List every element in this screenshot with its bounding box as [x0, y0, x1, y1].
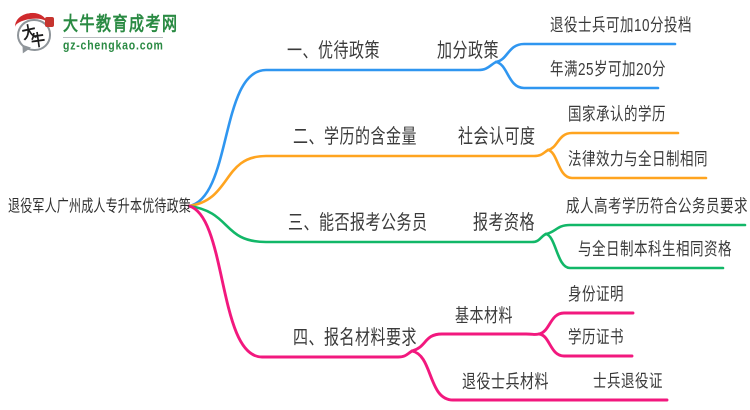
- branch1-leaf1[interactable]: 退役士兵可加10分投档: [550, 14, 693, 35]
- branch2-leaf2[interactable]: 法律效力与全日制相同: [568, 148, 708, 169]
- branch3-leaf2-connector: [544, 232, 725, 270]
- branch4-main-connector: [187, 204, 414, 359]
- branch4-label[interactable]: 四、报名材料要求: [293, 326, 418, 350]
- logo-divider: [63, 37, 163, 38]
- branch1-leaf2[interactable]: 年满25岁可加20分: [550, 58, 667, 79]
- branch4-basic-connector: [410, 332, 541, 353]
- branch4-basic-label[interactable]: 基本材料: [455, 304, 513, 327]
- daniu-logo-icon: 大 牛: [13, 10, 56, 56]
- branch4-basic-leaf2-connector: [537, 332, 634, 358]
- branch4-basic-leaf2[interactable]: 学历证书: [568, 326, 624, 347]
- logo-domain: gz-chengkao.com: [63, 38, 164, 54]
- branch2-leaf1[interactable]: 国家承认的学历: [568, 103, 666, 124]
- branch4-veteran-connector: [410, 349, 669, 402]
- branch2-leaf2-connector: [546, 148, 708, 180]
- branch4-basic-leaf1[interactable]: 身份证明: [568, 283, 624, 304]
- branch3-label[interactable]: 三、能否报考公务员: [288, 211, 428, 235]
- branch2-leaf1-connector: [546, 131, 680, 152]
- branch4-veteran-leaf1[interactable]: 士兵退役证: [593, 370, 663, 391]
- site-logo[interactable]: 大 牛 大牛教育成考网 gz-chengkao.com: [13, 10, 179, 56]
- logo-text-block: 大牛教育成考网 gz-chengkao.com: [63, 13, 179, 54]
- branch3-main-connector: [187, 204, 548, 244]
- branch2-main-connector: [187, 148, 550, 208]
- root-node[interactable]: 退役军人广州成人专升本优待政策: [8, 196, 192, 216]
- branch1-leaf2-connector: [494, 60, 660, 90]
- branch1-label[interactable]: 一、优待政策: [287, 39, 381, 63]
- branch3-leaf1[interactable]: 成人高考学历符合公务员要求: [566, 195, 748, 216]
- branch2-label[interactable]: 二、学历的含金量: [293, 125, 418, 149]
- branch2-child-label[interactable]: 社会认可度: [458, 125, 536, 149]
- branch3-child-label[interactable]: 报考资格: [473, 211, 536, 235]
- branch1-main-connector: [187, 60, 498, 208]
- logo-bubble-tail: [19, 44, 32, 56]
- branch1-child-label[interactable]: 加分政策: [437, 39, 500, 63]
- logo-red-seal: [45, 17, 54, 27]
- branch4-basic-leaf1-connector: [537, 311, 635, 336]
- branch3-leaf1-connector: [544, 223, 747, 236]
- logo-site-name: 大牛教育成考网: [63, 13, 179, 35]
- branch1-leaf1-connector: [494, 42, 677, 64]
- branch4-veteran-label[interactable]: 退役士兵材料: [462, 370, 549, 393]
- branch3-leaf2[interactable]: 与全日制本科生相同资格: [578, 238, 732, 259]
- logo-char-niu: 牛: [29, 29, 47, 51]
